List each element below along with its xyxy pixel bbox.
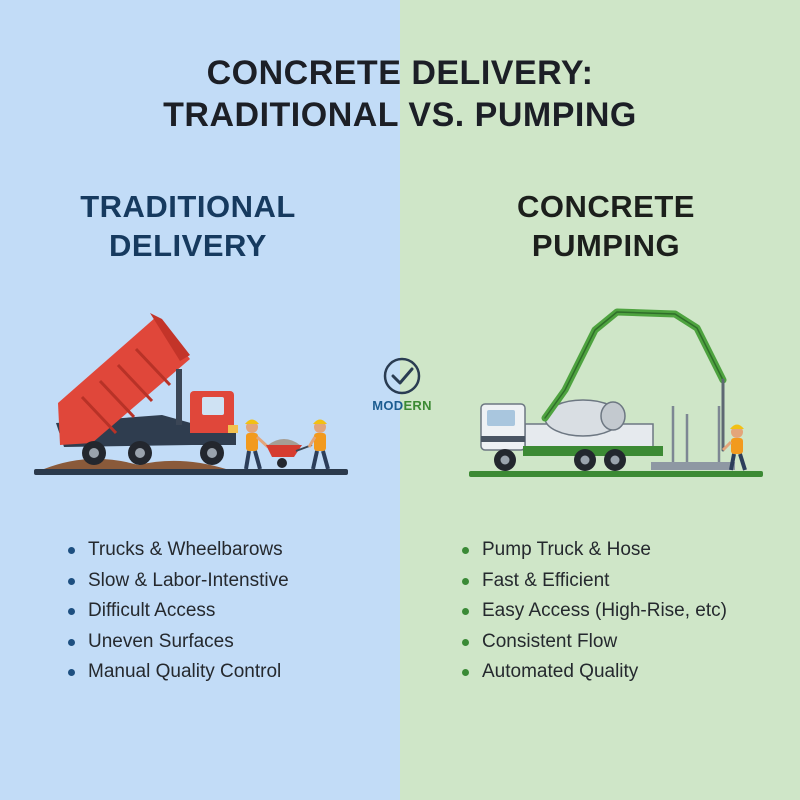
modern-label-part-2: ERN [403,398,432,413]
scaffolding [669,406,727,468]
dump-truck-icon [56,313,238,465]
worker-icon [307,419,330,470]
concrete-slab [651,462,735,470]
list-item-label: Automated Quality [482,661,639,682]
pumping-panel [400,0,800,800]
pump-truck-icon [480,399,663,471]
list-item: Easy Access (High-Rise, etc) [462,597,727,628]
bullet-icon [462,547,469,554]
traditional-delivery-illustration [34,313,348,475]
list-item-label: Uneven Surfaces [88,630,234,652]
boom-arm-icon [541,308,727,452]
worker-icon [721,424,747,471]
pumping-heading: CONCRETE PUMPING [406,187,800,265]
pumping-features-list: Pump Truck & Hose Fast & Efficient Easy … [462,536,727,689]
traditional-heading: TRADITIONAL DELIVERY [0,187,388,265]
list-item-label: Pump Truck & Hose [482,539,651,560]
list-item: Fast & Efficient [462,567,727,598]
bullet-icon [462,669,469,676]
list-item-label: Difficult Access [88,600,216,621]
list-item: Consistent Flow [462,628,727,659]
ground-line [34,469,348,475]
list-item: Uneven Surfaces [68,628,289,659]
worker-icon [244,419,270,470]
list-item: Automated Quality [462,658,727,689]
list-item: Manual Quality Control [68,658,289,689]
bullet-icon [68,547,75,554]
bullet-icon [462,577,469,585]
traditional-heading-line-1: TRADITIONAL [80,189,296,224]
list-item: Pump Truck & Hose [462,536,727,567]
bullet-icon [462,638,469,646]
list-item-label: Manual Quality Control [88,661,282,682]
page-title: CONCRETE DELIVERY: TRADITIONAL VS. PUMPI… [0,52,800,136]
list-item-label: Consistent Flow [482,630,618,652]
bullet-icon [68,608,75,615]
list-item: Trucks & Wheelbarows [68,536,289,567]
bullet-icon [68,638,75,646]
list-item-label: Fast & Efficient [482,569,610,591]
list-item: Difficult Access [68,597,289,628]
modern-label-part-1: MOD [372,398,404,413]
list-item-label: Easy Access (High-Rise, etc) [482,600,727,621]
list-item-label: Slow & Labor-Intenstive [88,569,289,591]
pumping-heading-line-2: PUMPING [531,228,681,263]
wheelbarrow-icon [266,439,313,468]
list-item-label: Trucks & Wheelbarows [88,539,283,560]
page-title-line-1: CONCRETE DELIVERY: [206,54,594,92]
modern-label: MODERN [364,398,440,413]
bullet-icon [462,608,469,615]
checkmark-circle-icon [383,357,421,395]
concrete-pumping-illustration [469,308,763,477]
page-title-line-2: TRADITIONAL VS. PUMPING [163,96,637,134]
ground-line [469,471,763,477]
bullet-icon [68,577,75,585]
bullet-icon [68,669,75,676]
traditional-features-list: Trucks & Wheelbarows Slow & Labor-Intens… [68,536,289,689]
traditional-heading-line-2: DELIVERY [109,228,267,263]
modern-badge: MODERN [364,356,440,413]
list-item: Slow & Labor-Intenstive [68,567,289,598]
pumping-heading-line-1: CONCRETE [517,189,695,224]
